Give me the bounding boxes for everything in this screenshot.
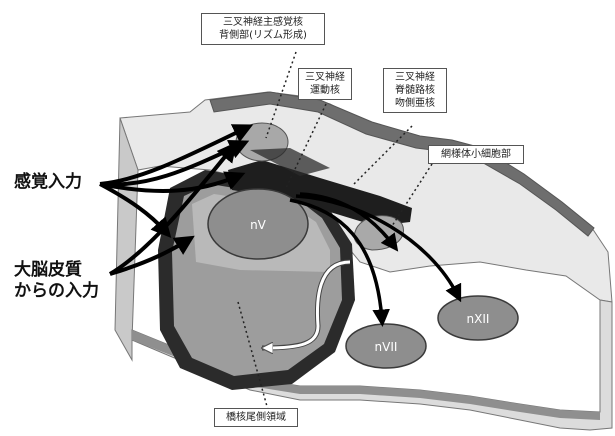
label-principal-sensory-line2: 背側部(リズム形成) [219, 30, 307, 41]
label-cortical-input: 大脳皮質 からの入力 [14, 260, 99, 302]
label-sensory-input: 感覚入力 [14, 172, 82, 193]
label-cortical-input-line2: からの入力 [14, 281, 99, 301]
label-principal-sensory-line1: 三叉神経主感覚核 [223, 17, 303, 28]
label-motor-nucleus: 三叉神経 運動核 [298, 68, 352, 100]
label-spinal-nucleus: 三叉神経 脊髄路核 吻側亜核 [383, 68, 447, 113]
label-spinal-line2: 脊髄路核 [395, 85, 435, 96]
internal-pathway [262, 259, 351, 348]
cortical-input-arrows [108, 141, 238, 276]
label-spinal-line1: 三叉神経 [395, 72, 435, 83]
label-pontine-caudal-text: 橋核尾側領域 [226, 412, 286, 423]
label-sensory-input-text: 感覚入力 [14, 172, 82, 192]
nucleus-nXII: nXII [437, 295, 519, 341]
label-motor-line2: 運動核 [310, 85, 340, 96]
nucleus-nV: nV [207, 188, 309, 260]
label-spinal-line3: 吻側亜核 [395, 98, 435, 109]
label-parvocellular-text: 網様体小細胞部 [441, 149, 511, 160]
label-parvocellular: 網様体小細胞部 [428, 145, 524, 164]
label-cortical-input-line1: 大脳皮質 [14, 260, 82, 280]
nucleus-nXII-label: nXII [467, 312, 490, 326]
leader-lines [237, 51, 433, 411]
label-principal-sensory: 三叉神経主感覚核 背側部(リズム形成) [201, 13, 325, 45]
nucleus-nVII: nVII [345, 323, 427, 369]
label-motor-line1: 三叉神経 [305, 72, 345, 83]
nucleus-nV-label: nV [250, 218, 267, 232]
projection-arrows [289, 192, 462, 327]
label-pontine-caudal: 橋核尾側領域 [214, 408, 298, 427]
nucleus-nVII-label: nVII [375, 340, 398, 354]
